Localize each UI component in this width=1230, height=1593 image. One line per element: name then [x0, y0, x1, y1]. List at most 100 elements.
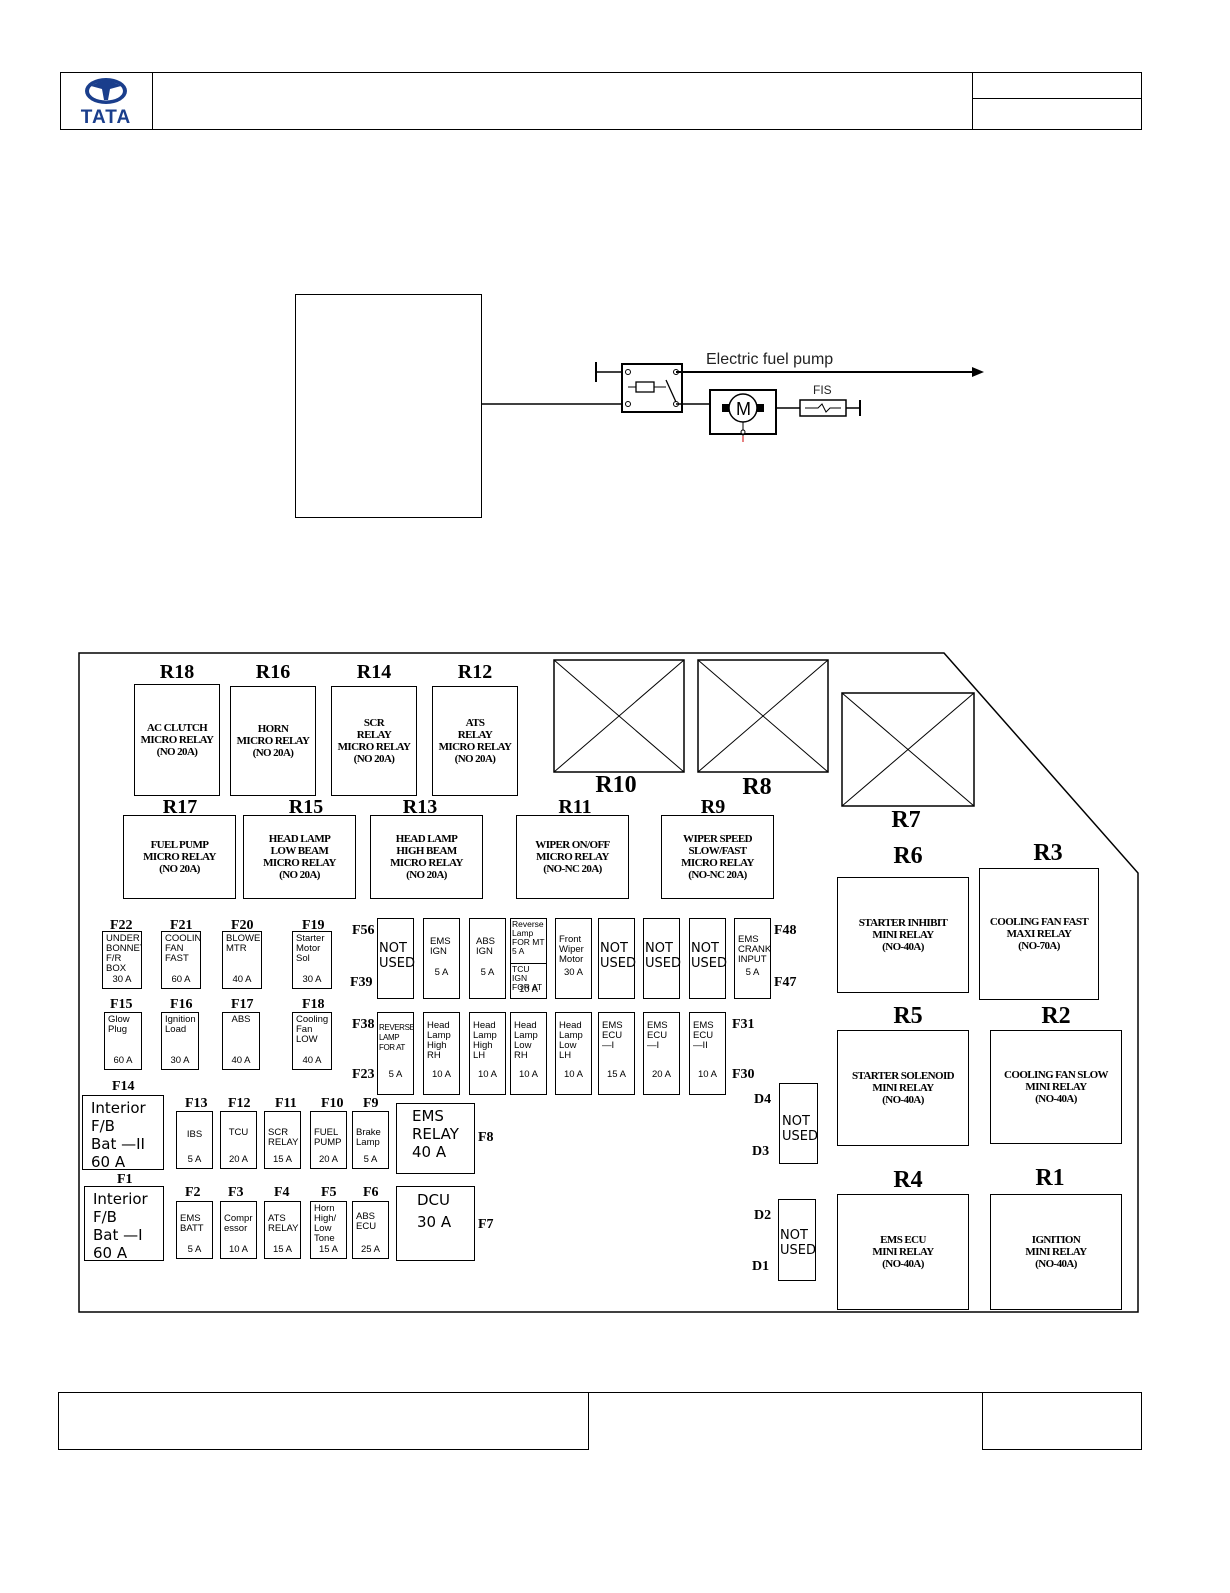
relay-r7-empty	[841, 692, 975, 807]
fuse-f11-label: F11	[275, 1096, 297, 1111]
fuse-f16: Ignition Load 30 A	[161, 1012, 199, 1070]
relay-r2: COOLING FAN SLOW MINI RELAY (NO-40A)	[990, 1030, 1122, 1144]
fuse-row-bottom-label-right-bottom: F30	[732, 1067, 755, 1082]
diode-upper-slot: NOT USED	[779, 1083, 818, 1164]
fuse-row-top-label-right-bottom: F47	[774, 975, 797, 990]
mini-fuse-top-4-divider	[511, 963, 546, 964]
relay-r4: EMS ECU MINI RELAY (NO-40A)	[837, 1194, 969, 1310]
mini-fuse-top-7: NOT USED	[643, 918, 681, 999]
fuse-row-bottom-label-left-top: F38	[352, 1017, 375, 1032]
relay-r17: FUEL PUMP MICRO RELAY (NO 20A)	[123, 815, 236, 899]
relay-r14: SCR RELAY MICRO RELAY (NO 20A)	[331, 686, 417, 796]
fuel-pump-label: Electric fuel pump	[706, 351, 833, 368]
fuse-f21-label: F21	[170, 918, 193, 933]
relay-r16-label: R16	[255, 661, 291, 683]
mini-fuse-bottom-5: Head Lamp Low LH 10 A	[555, 1012, 592, 1095]
mini-fuse-top-8: NOT USED	[689, 918, 727, 999]
relay-r3: COOLING FAN FAST MAXI RELAY (NO-70A)	[979, 868, 1099, 1000]
relay-r12: ATS RELAY MICRO RELAY (NO 20A)	[432, 686, 518, 796]
fuse-f22: UNDER BONNET F/R BOX 30 A	[102, 931, 142, 989]
relay-r18: AC CLUTCH MICRO RELAY (NO 20A)	[134, 684, 220, 796]
fuel-pump-circuit: Electric fuel pump FIS M	[482, 351, 984, 442]
fuse-f15-label: F15	[110, 997, 133, 1012]
mini-fuse-bottom-7: EMS ECU—I 20 A	[643, 1012, 680, 1095]
fuse-f20-label: F20	[231, 918, 254, 933]
relay-r8-empty	[697, 659, 829, 773]
header-right-divider	[972, 98, 1142, 99]
fuse-f10-label: F10	[321, 1096, 344, 1111]
header-frame	[60, 72, 1142, 130]
fuse-f1-label: F1	[117, 1172, 133, 1187]
fuse-f10: FUEL PUMP 20 A	[310, 1111, 347, 1169]
relay-r11: WIPER ON/OFF MICRO RELAY (NO-NC 20A)	[516, 815, 629, 899]
mini-fuse-bottom-6: EMS ECU—I 15 A	[598, 1012, 635, 1095]
header-right-cell	[972, 72, 1142, 130]
fuse-f1: Interior F/B Bat —I 60 A	[84, 1186, 164, 1262]
relay-r5-label: R5	[893, 1003, 923, 1029]
fuse-f18-label: F18	[302, 997, 325, 1012]
relay-r16: HORN MICRO RELAY (NO 20A)	[230, 686, 316, 796]
fuse-f18: Cooling Fan LOW 40 A	[292, 1012, 332, 1070]
relay-r9-label: R9	[700, 796, 726, 818]
footer-middle-line	[589, 1392, 982, 1393]
relay-r6-label: R6	[893, 843, 923, 869]
footer-left-cell	[58, 1392, 589, 1450]
fuse-f15: Glow Plug 60 A	[104, 1012, 142, 1070]
tata-logo-text: TATA	[80, 107, 132, 128]
tata-logo-icon	[85, 78, 127, 104]
relay-r1: IGNITION MINI RELAY (NO-40A)	[990, 1194, 1122, 1310]
ecu-box	[295, 294, 482, 518]
fuse-f3-label: F3	[228, 1185, 244, 1200]
fuse-f6-label: F6	[363, 1185, 379, 1200]
relay-r15: HEAD LAMP LOW BEAM MICRO RELAY (NO 20A)	[243, 815, 356, 899]
fuse-row-top-label-left-top: F56	[352, 923, 375, 938]
fuse-f6: ABS ECU 25 A	[352, 1201, 389, 1259]
empty-slot-cross-icon	[841, 692, 975, 807]
relay-r15-label: R15	[288, 796, 324, 818]
empty-slot-cross-icon	[697, 659, 829, 773]
fuse-f17: ABS 40 A	[222, 1012, 260, 1070]
fuse-f3: Compr essor 10 A	[220, 1201, 257, 1259]
relay-r3-label: R3	[1033, 840, 1063, 866]
fuse-f12-label: F12	[228, 1096, 251, 1111]
mini-fuse-top-4: Reverse Lamp FOR MT 5 A TCU IGN FOR AT 1…	[510, 918, 547, 999]
fuse-f7: DCU 30 A	[396, 1186, 475, 1261]
relay-r10-label: R10	[595, 772, 637, 798]
relay-r6: STARTER INHIBIT MINI RELAY (NO-40A)	[837, 877, 969, 993]
diode-d2-label: D2	[754, 1208, 772, 1223]
fuse-f2-label: F2	[185, 1185, 201, 1200]
fuse-f22-label: F22	[110, 918, 133, 933]
relay-r4-label: R4	[893, 1167, 923, 1193]
fuse-row-top-label-right-top: F48	[774, 923, 797, 938]
fuse-f19-label: F19	[302, 918, 325, 933]
mini-fuse-bottom-3: Head Lamp High LH 10 A	[469, 1012, 506, 1095]
header-logo-cell: TATA	[60, 72, 153, 130]
motor-symbol: M	[736, 399, 751, 419]
relay-r17-label: R17	[162, 796, 198, 818]
relay-r9: WIPER SPEED SLOW/FAST MICRO RELAY (NO-NC…	[661, 815, 774, 899]
mini-fuse-bottom-2: Head Lamp High RH 10 A	[423, 1012, 460, 1095]
fuse-row-bottom-label-left-bottom: F23	[352, 1067, 375, 1082]
relay-r5: STARTER SOLENOID MINI RELAY (NO-40A)	[837, 1030, 969, 1146]
footer-right-cell	[982, 1392, 1142, 1450]
fuse-f8: EMS RELAY 40 A	[396, 1103, 475, 1174]
relay-r8-label: R8	[742, 774, 772, 800]
fuse-f17-label: F17	[231, 997, 254, 1012]
mini-fuse-bottom-4: Head Lamp Low RH 10 A	[510, 1012, 547, 1095]
fuse-f9-label: F9	[363, 1096, 379, 1111]
relay-r18-label: R18	[159, 661, 195, 683]
fuse-f5: Horn High/ Low Tone 15 A	[310, 1201, 347, 1259]
fuse-f20: BLOWER MTR 40 A	[222, 931, 262, 989]
fuse-f4-label: F4	[274, 1185, 290, 1200]
diode-lower-slot: NOT USED	[778, 1199, 816, 1281]
mini-fuse-top-9: EMS CRANK INPUT 5 A	[734, 918, 771, 999]
relay-r14-label: R14	[356, 661, 392, 683]
relay-r2-label: R2	[1041, 1003, 1071, 1029]
fuse-f9: Brake Lamp 5 A	[352, 1111, 389, 1169]
fuse-f5-label: F5	[321, 1185, 337, 1200]
relay-r12-label: R12	[457, 661, 493, 683]
fuse-f11: SCR RELAY 15 A	[264, 1111, 301, 1169]
fuse-f12: TCU 20 A	[220, 1111, 257, 1169]
fuse-row-top-label-left-bottom: F39	[350, 975, 373, 990]
fuse-f19: Starter Motor Sol 30 A	[292, 931, 332, 989]
